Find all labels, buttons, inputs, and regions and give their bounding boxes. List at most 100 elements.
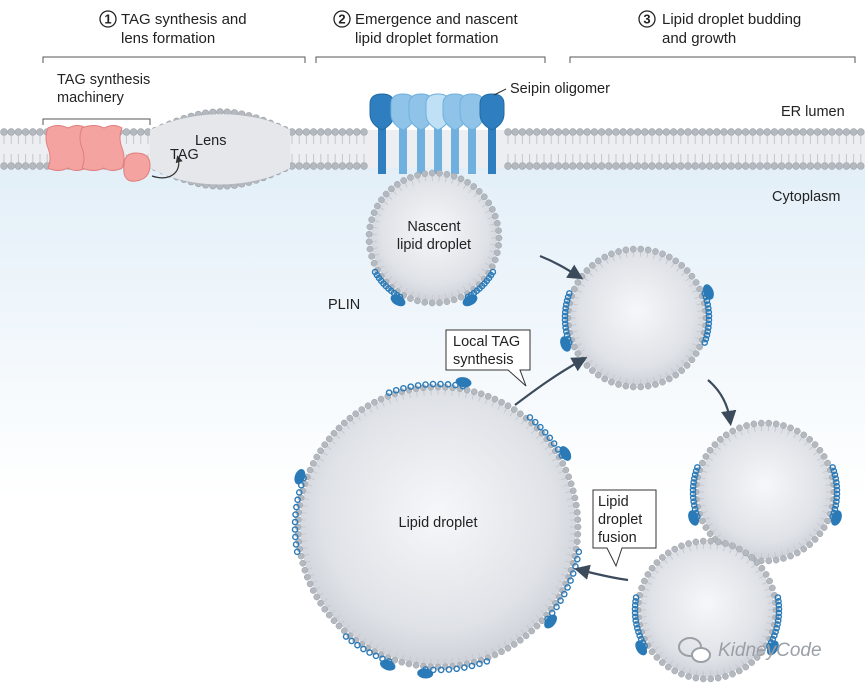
lipid-head — [36, 162, 44, 170]
lipid-head — [572, 501, 580, 509]
plin-helix — [705, 308, 713, 316]
lipid-head — [428, 299, 436, 307]
lipid-head — [388, 185, 395, 193]
lipid-head — [303, 573, 311, 581]
droplet-core — [698, 425, 832, 559]
lipid-head — [648, 648, 656, 656]
lipid-head — [129, 128, 138, 136]
plin-helix — [829, 464, 836, 471]
lipid-head — [753, 654, 761, 661]
plin-helix — [437, 666, 445, 674]
lipid-head — [716, 436, 724, 443]
nascent-lipid-droplet — [365, 169, 503, 307]
lipid-head — [758, 564, 766, 572]
plin-helix — [476, 660, 483, 668]
lipid-head — [692, 538, 700, 546]
plin-helix — [775, 598, 782, 605]
lipid-head — [569, 487, 577, 495]
lipid-head — [475, 188, 483, 195]
plin-helix — [772, 628, 779, 636]
lipid-head — [816, 530, 824, 538]
lipid-head — [325, 611, 333, 619]
lipid-head — [498, 398, 505, 406]
plin-protein — [635, 640, 648, 656]
plin-protein — [380, 659, 396, 671]
lipid-head — [365, 230, 373, 238]
plin-helix — [690, 498, 697, 505]
lipid-head — [470, 183, 478, 190]
lipid-head — [302, 162, 311, 170]
plin-helix — [705, 320, 713, 328]
seipin-oligomer — [369, 93, 505, 174]
lipid-head — [122, 128, 131, 136]
plin-helix — [561, 316, 569, 324]
fusing-droplet-lower — [631, 537, 783, 683]
lipid-head — [407, 295, 414, 302]
lipid-head — [691, 128, 699, 136]
budding-lipid-droplet — [560, 245, 714, 391]
lipid-head — [757, 419, 765, 427]
lipid-head — [480, 193, 488, 201]
lipid-head — [842, 128, 851, 136]
lipid-head — [692, 350, 700, 357]
lipid-head — [659, 378, 666, 386]
lipid-head — [672, 257, 680, 265]
plin-helix — [833, 479, 840, 486]
plin-protein — [417, 668, 434, 679]
lipid-head — [612, 162, 620, 170]
lipid-head — [741, 128, 750, 136]
plin-protein — [544, 614, 558, 629]
droplet-core — [640, 543, 774, 677]
plin-helix — [705, 316, 713, 324]
lipid-head — [533, 622, 541, 630]
lipid-head — [491, 256, 499, 264]
plin-helix — [631, 609, 639, 617]
lipid-head — [821, 128, 829, 136]
plin-helix — [775, 609, 783, 617]
lipid-head — [828, 128, 836, 136]
lipid-head — [820, 453, 828, 460]
arrow-icon — [539, 254, 584, 280]
lipid-head — [727, 128, 735, 136]
plin-helix — [775, 605, 783, 613]
plin-helix — [422, 381, 429, 388]
lipid-head — [331, 162, 339, 170]
fusion-line3: fusion — [598, 530, 637, 546]
plin-helix — [437, 380, 444, 388]
plin-helix — [561, 312, 569, 320]
lipid-head — [713, 162, 721, 170]
lipid-head — [692, 279, 700, 286]
step-1-header: 1 TAG synthesis and lens formation — [42, 10, 306, 63]
lipid-head — [574, 350, 582, 357]
lipid-head — [493, 219, 501, 227]
lipid-head — [662, 162, 671, 170]
seipin-transmembrane — [468, 128, 476, 174]
lipid-head — [849, 128, 858, 136]
lipid-head — [792, 128, 800, 136]
lipid-head — [692, 674, 700, 682]
plin-helix — [774, 621, 781, 628]
lipid-head — [605, 128, 613, 136]
process-arrows — [514, 254, 737, 582]
lipid-head — [313, 453, 321, 461]
plin-helix — [771, 632, 778, 639]
tag-machinery-label-line1: TAG synthesis — [57, 72, 150, 88]
lipid-head — [685, 540, 692, 547]
lipid-head — [770, 128, 779, 136]
lipid-head — [734, 162, 743, 170]
lipid-head — [583, 128, 591, 136]
wechat-icon — [678, 637, 711, 663]
lipid-head — [317, 128, 325, 136]
lipid-head — [785, 128, 793, 136]
lipid-head — [578, 272, 586, 280]
lipid-head — [669, 128, 678, 136]
step-1-bracket — [42, 56, 306, 63]
lipid-head — [470, 388, 478, 396]
lipid-head — [793, 427, 801, 435]
plin-helix — [553, 603, 560, 611]
tag-arrow-icon — [151, 155, 183, 179]
callout-box — [445, 329, 531, 387]
plin-helix — [407, 383, 415, 390]
lipid-head — [547, 162, 555, 170]
nascent-label-line1: Nascent — [407, 219, 460, 235]
